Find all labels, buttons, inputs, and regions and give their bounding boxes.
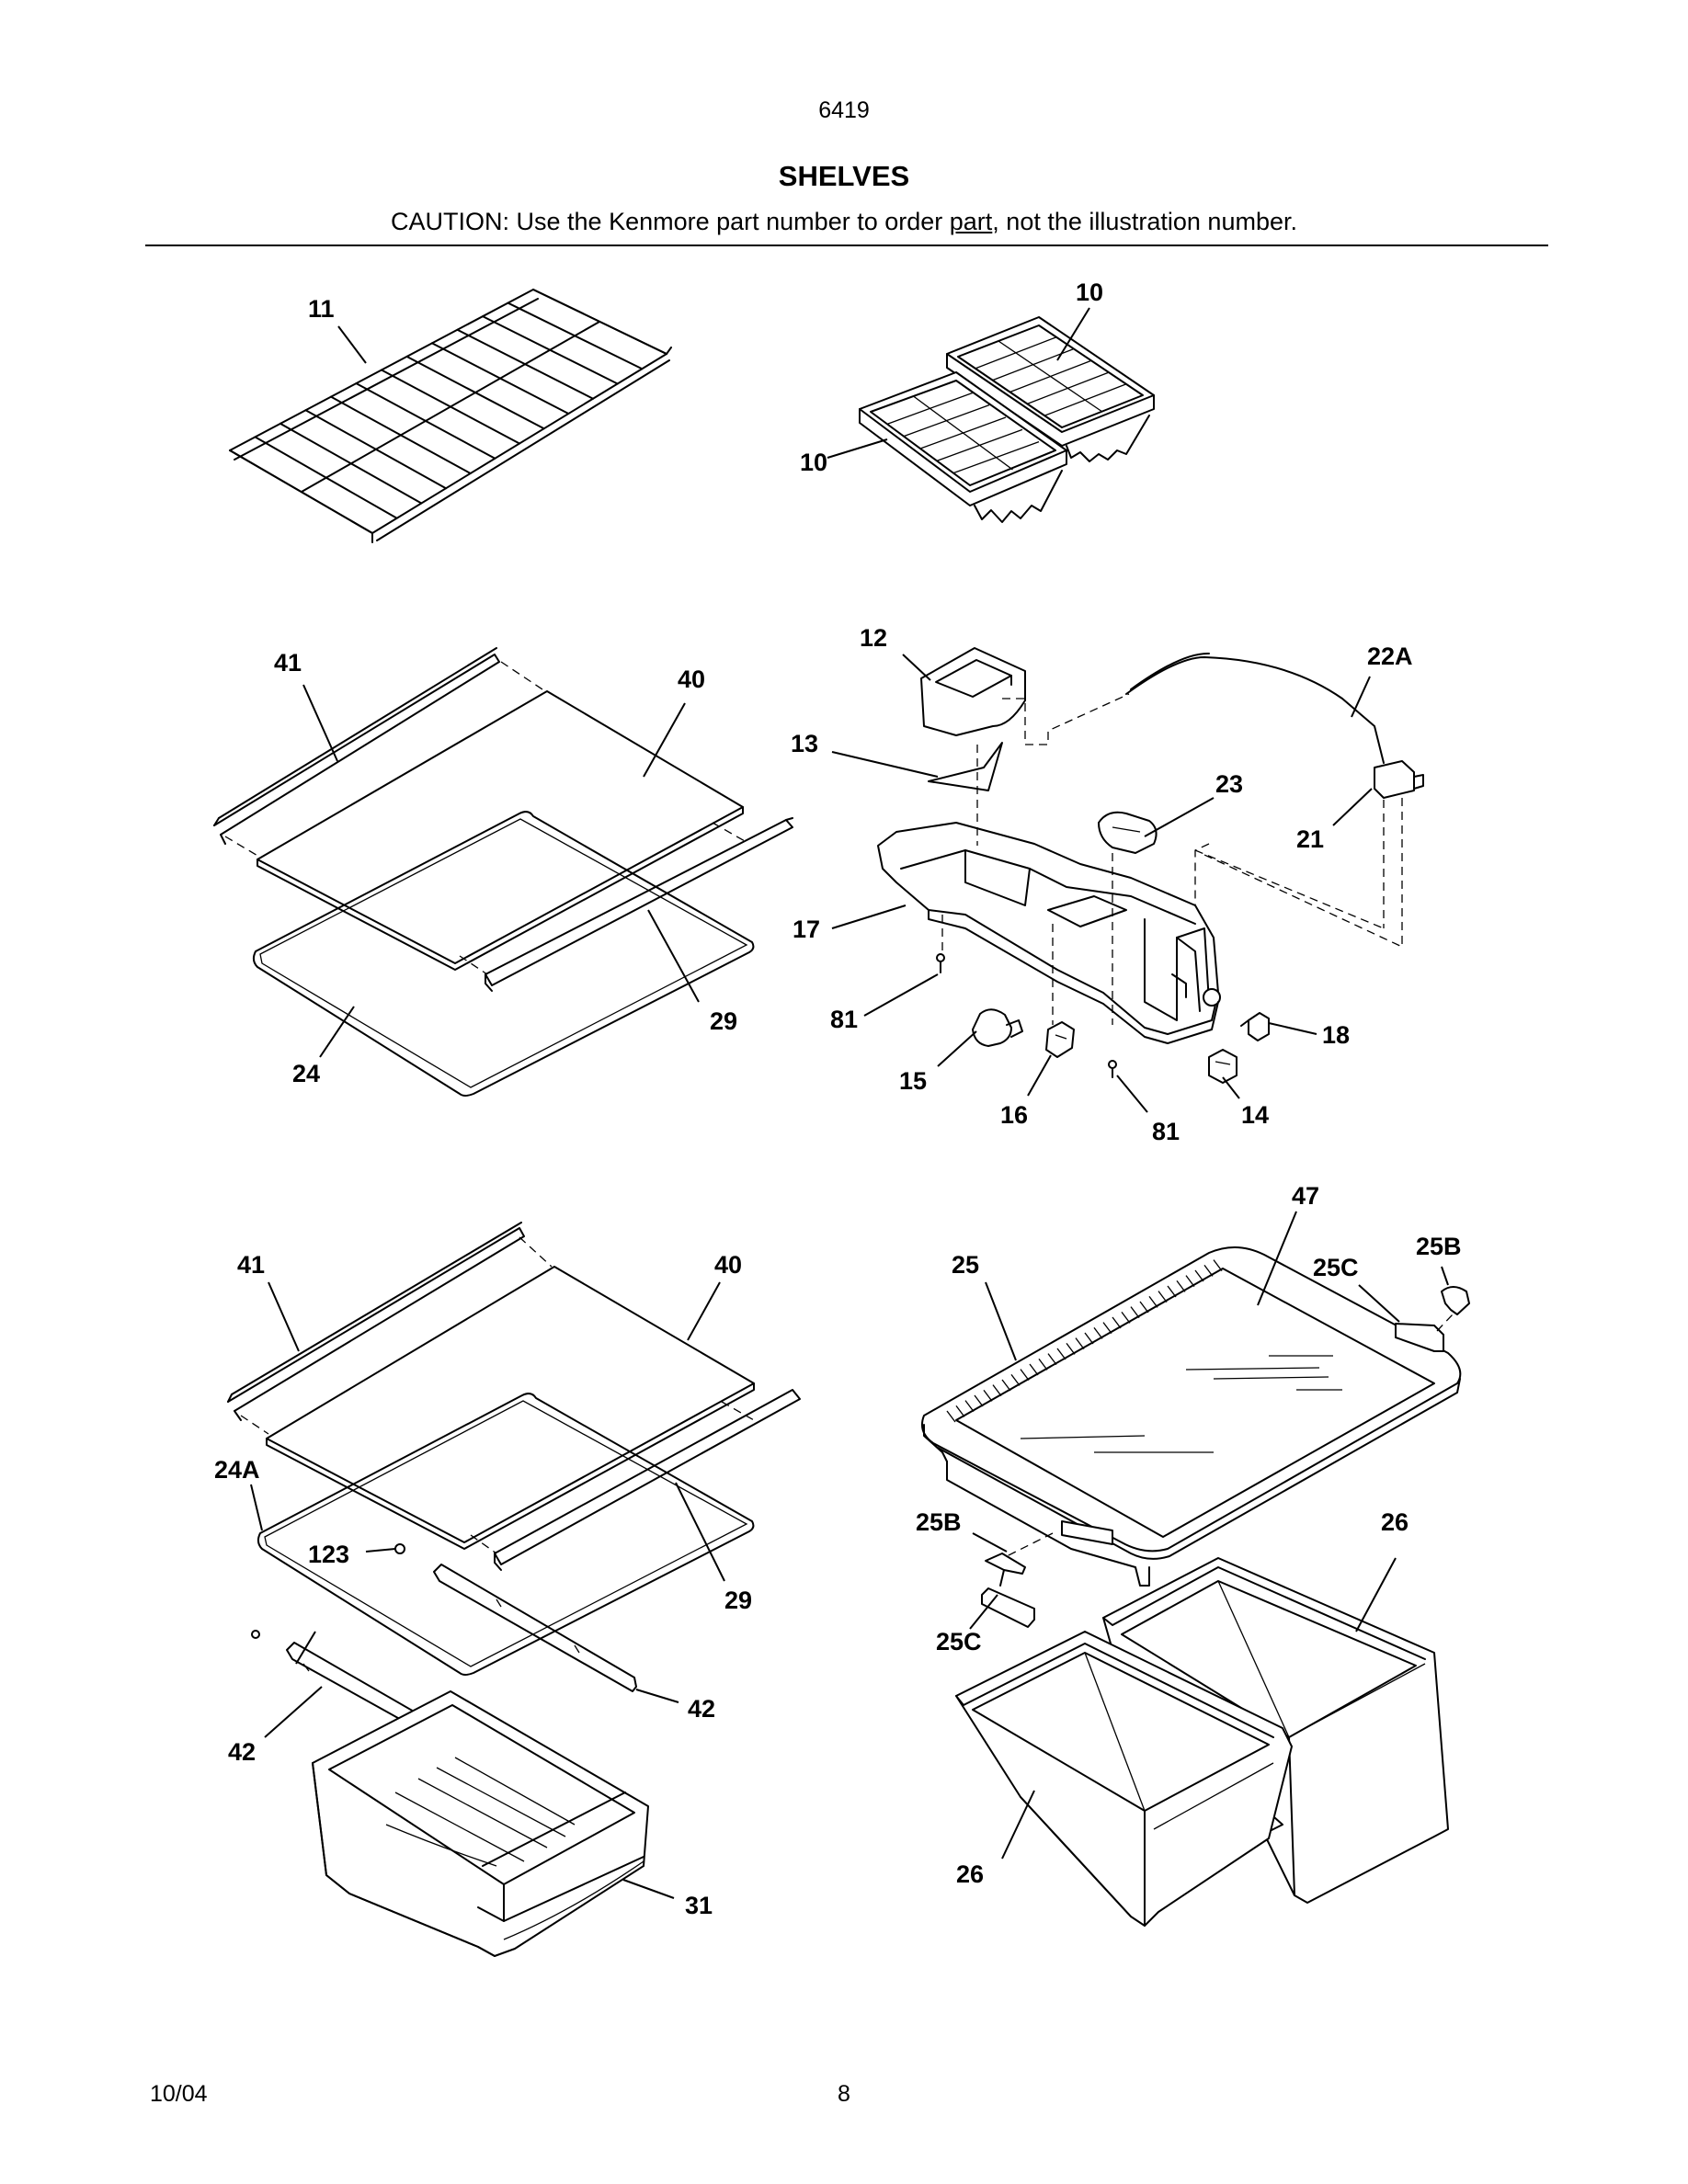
- page-title: SHELVES: [778, 160, 910, 192]
- leader-lines: [250, 307, 1449, 1899]
- callout-47: 47: [1292, 1182, 1319, 1210]
- callout-labels: 11 10 10 41 40 29 24 12 13 22A 23 21 17 …: [214, 279, 1462, 1919]
- ice-maker-assembly: [877, 647, 1424, 1084]
- ice-tray-lower: [859, 371, 1067, 523]
- callout-13: 13: [791, 730, 818, 757]
- caution-underlined-word: part: [949, 208, 993, 235]
- callout-25: 25: [952, 1251, 979, 1279]
- callout-26-rear: 26: [1381, 1508, 1409, 1536]
- caution-text-end: , not the illustration number.: [992, 208, 1297, 235]
- callout-29-lower: 29: [724, 1587, 752, 1614]
- callout-41-upper: 41: [274, 649, 302, 677]
- callout-81-right: 81: [1152, 1118, 1180, 1145]
- callout-40-lower: 40: [714, 1251, 742, 1279]
- caution-text-start: CAUTION: Use the Kenmore part number to …: [391, 208, 950, 235]
- callout-41-lower: 41: [237, 1251, 265, 1279]
- callout-12: 12: [860, 624, 887, 652]
- callout-16: 16: [1000, 1101, 1028, 1129]
- crisper-cover: [921, 1246, 1470, 1628]
- glass-shelf-assembly-upper: [213, 647, 793, 1097]
- callout-15: 15: [899, 1067, 927, 1095]
- page-number: 8: [838, 2081, 850, 2107]
- callout-24: 24: [292, 1060, 320, 1087]
- callout-25b-upper: 25B: [1416, 1233, 1462, 1260]
- caution-note: CAUTION: Use the Kenmore part number to …: [0, 208, 1688, 236]
- callout-22a: 22A: [1367, 643, 1413, 670]
- crisper-drawer: [312, 1690, 649, 1957]
- crisper-bin-front: [955, 1631, 1293, 1927]
- callout-11: 11: [308, 295, 335, 323]
- callout-17: 17: [793, 916, 820, 943]
- callout-31: 31: [685, 1892, 713, 1919]
- ice-tray-upper: [946, 316, 1155, 462]
- callout-18: 18: [1322, 1021, 1350, 1049]
- callout-24a: 24A: [214, 1456, 260, 1484]
- revision-date: 10/04: [150, 2081, 208, 2107]
- callout-25c-lower: 25C: [936, 1628, 982, 1655]
- callout-42-left: 42: [228, 1738, 256, 1766]
- callout-14: 14: [1241, 1101, 1269, 1129]
- callout-42-right: 42: [688, 1695, 715, 1723]
- header-rule: [145, 245, 1548, 246]
- callout-25c-upper: 25C: [1313, 1254, 1359, 1281]
- model-number: 6419: [818, 97, 870, 123]
- callout-10-lower-tray: 10: [800, 449, 827, 476]
- glass-shelf-assembly-lower: [227, 1222, 801, 1768]
- callout-81-left: 81: [830, 1006, 858, 1033]
- callout-26-front: 26: [956, 1860, 984, 1888]
- wire-shelf: [229, 289, 672, 543]
- callout-29-upper: 29: [710, 1007, 737, 1035]
- callout-40-upper: 40: [678, 665, 705, 693]
- callout-123: 123: [308, 1541, 349, 1568]
- callout-23: 23: [1215, 770, 1243, 798]
- callout-25b-lower: 25B: [916, 1508, 962, 1536]
- callout-21: 21: [1296, 825, 1324, 853]
- callout-10-upper-tray: 10: [1076, 279, 1103, 306]
